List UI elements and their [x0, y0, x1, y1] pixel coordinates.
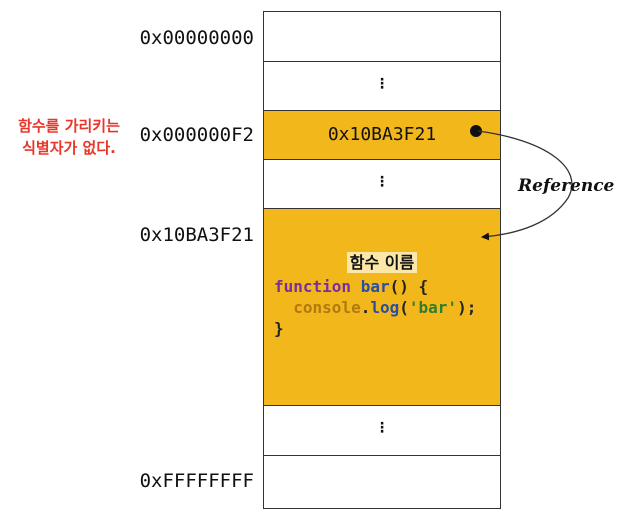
annotation-line-2: 식별자가 없다. [22, 139, 116, 157]
memory-cell-gap-1: ⋮ [264, 62, 500, 111]
code-keyword: function [274, 277, 352, 296]
address-start: 0x00000000 [139, 27, 254, 49]
function-name-highlight: 함수 이름 [346, 252, 418, 273]
code-function-name: bar [360, 277, 390, 296]
annotation-line-1: 함수를 가리키는 [18, 117, 120, 135]
code-method: log [370, 298, 400, 317]
ellipsis-icon: ⋮ [375, 420, 389, 436]
code-open-paren: ( [399, 298, 409, 317]
code-signature-rest: () { [389, 277, 429, 296]
code-dot: . [360, 298, 371, 317]
function-name-label: 함수 이름 [264, 249, 500, 273]
memory-column: ⋮ 0x10BA3F21 ⋮ 함수 이름 function bar() { co… [263, 11, 501, 509]
ellipsis-icon: ⋮ [375, 76, 389, 92]
memory-cell-gap-3: ⋮ [264, 406, 500, 456]
variable-value: 0x10BA3F21 [327, 124, 437, 145]
address-variable: 0x000000F2 [139, 124, 254, 146]
code-closing-brace: } [274, 319, 284, 338]
ellipsis-icon: ⋮ [375, 174, 389, 190]
memory-cell-gap-2: ⋮ [264, 160, 500, 209]
memory-cell-variable: 0x10BA3F21 [264, 111, 500, 160]
address-end: 0xFFFFFFFF [139, 470, 254, 492]
code-string: 'bar' [408, 298, 458, 317]
address-function: 0x10BA3F21 [139, 224, 254, 246]
reference-label: Reference [518, 176, 615, 196]
memory-cell-start [264, 12, 500, 62]
code-close: ); [457, 298, 477, 317]
function-code: function bar() { console.log('bar'); } [274, 276, 476, 339]
pointer-dot-icon [470, 125, 482, 137]
code-object: console [293, 298, 361, 317]
memory-cell-function: 함수 이름 function bar() { console.log('bar'… [264, 209, 500, 406]
